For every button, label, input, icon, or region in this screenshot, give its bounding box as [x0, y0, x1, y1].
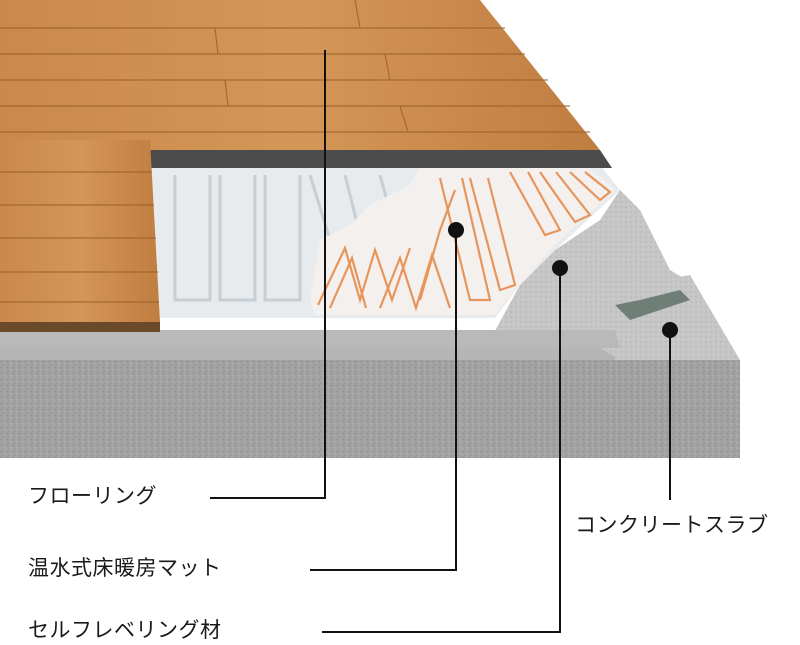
flooring-left-strip: [0, 140, 160, 322]
leader-flooring: [210, 50, 326, 499]
flooring-top-back: [0, 0, 600, 150]
flooring-edge: [0, 322, 160, 332]
mat-inner: [310, 168, 615, 315]
flooring: [0, 0, 600, 332]
label-concrete-slab: コンクリートスラブ: [575, 513, 769, 537]
leader-lines: [210, 50, 671, 633]
leveling-layer: [490, 190, 740, 360]
slab-step: [615, 290, 690, 320]
slab-front: [0, 360, 740, 458]
leveling-top-strip: [0, 330, 620, 348]
leader-leveling: [322, 268, 561, 633]
label-heating-mat: 温水式床暖房マット: [28, 556, 222, 580]
label-self-leveling: セルフレベリング材: [28, 618, 222, 642]
leader-mat: [310, 230, 457, 571]
mat-edge: [150, 150, 612, 168]
label-flooring: フローリング: [28, 484, 157, 508]
